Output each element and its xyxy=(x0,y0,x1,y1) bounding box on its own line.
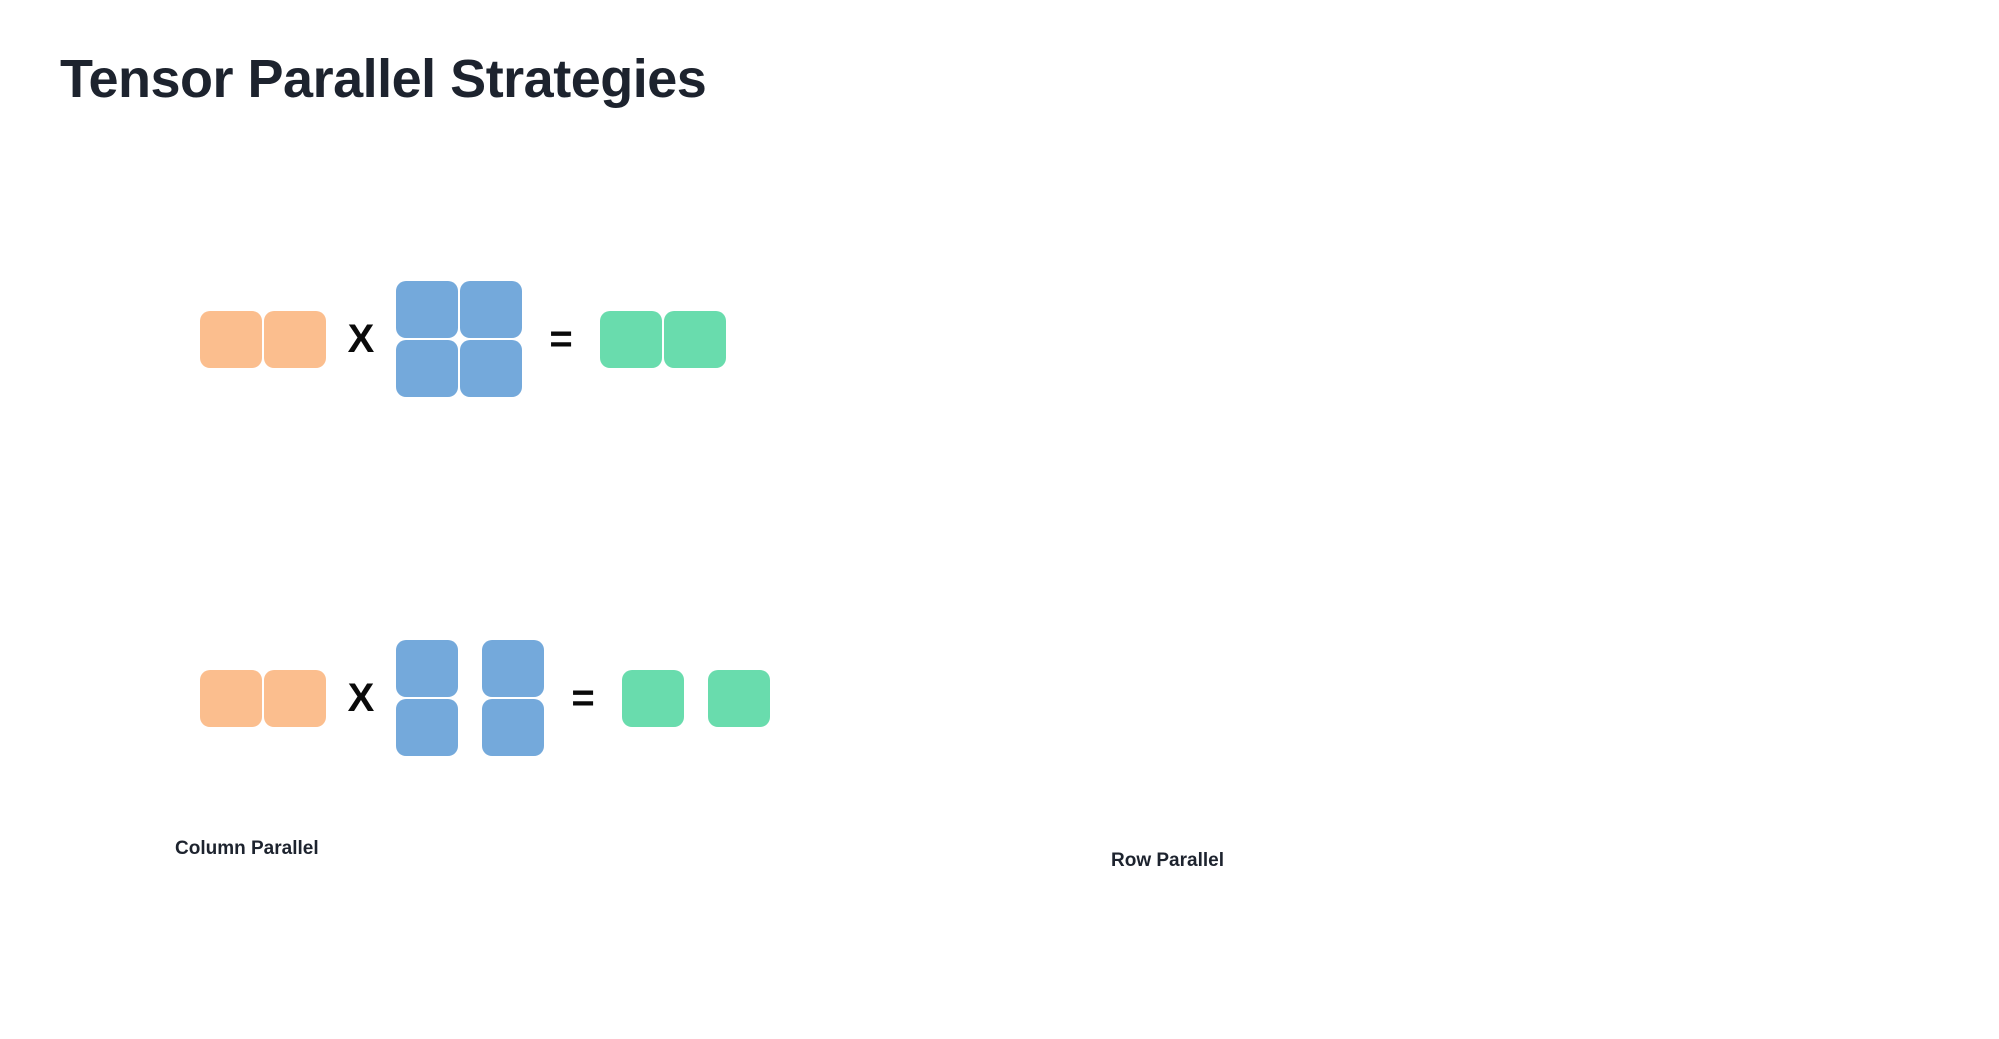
matrix-cell xyxy=(396,640,458,697)
matrix-cell xyxy=(264,310,326,368)
matrix-row xyxy=(200,310,326,368)
matrix-column-sharded-weight xyxy=(396,640,544,756)
panel-label-row-parallel: Row Parallel xyxy=(1111,850,1224,871)
operator-multiply: X xyxy=(347,317,375,361)
matrix-cell xyxy=(622,669,684,727)
operator-multiply: X xyxy=(347,676,375,720)
page-title: Tensor Parallel Strategies xyxy=(60,49,707,109)
matrix-full-weight xyxy=(396,281,522,397)
matrix-cell xyxy=(200,310,262,368)
matrix-cell xyxy=(396,281,458,338)
matrix-cell xyxy=(264,669,326,727)
panel-row-parallel: X= X=+= Row Parallel xyxy=(1000,0,1999,1039)
matrix-row xyxy=(622,669,770,727)
matrix-row xyxy=(396,699,544,756)
equation-column-parallel-sharded: X= xyxy=(200,640,770,756)
matrix-row xyxy=(396,340,522,397)
matrix-cell xyxy=(396,340,458,397)
matrix-row xyxy=(396,281,522,338)
panel-label-column-parallel: Column Parallel xyxy=(175,838,319,859)
matrix-cell xyxy=(460,340,522,397)
matrix-column-sharded-output xyxy=(622,669,770,727)
matrix-full-output xyxy=(600,310,726,368)
matrix-cell xyxy=(396,699,458,756)
operator-equals: = xyxy=(571,676,595,720)
panel-column-parallel: X= X= Column Parallel xyxy=(175,281,770,859)
matrix-cell xyxy=(482,640,544,697)
matrix-cell xyxy=(600,310,662,368)
matrix-row xyxy=(200,669,326,727)
matrix-cell xyxy=(460,281,522,338)
matrix-cell xyxy=(708,669,770,727)
equation-column-parallel-full: X= xyxy=(200,281,726,397)
matrix-cell xyxy=(200,669,262,727)
matrix-cell xyxy=(482,699,544,756)
matrix-row xyxy=(600,310,726,368)
matrix-input-activation xyxy=(200,310,326,368)
operator-equals: = xyxy=(549,317,573,361)
matrix-cell xyxy=(664,310,726,368)
matrix-row xyxy=(396,640,544,697)
matrix-input-activation xyxy=(200,669,326,727)
